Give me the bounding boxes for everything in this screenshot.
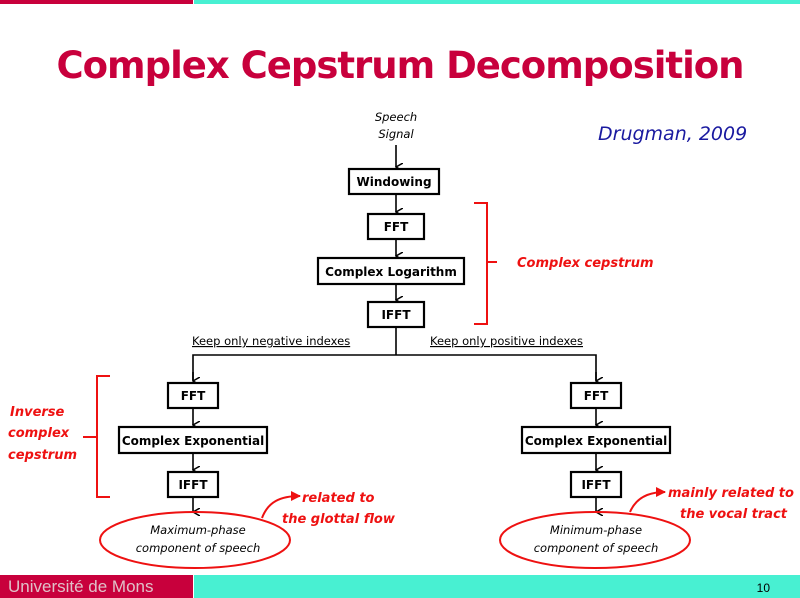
block-fft-left: FFT [166, 381, 220, 410]
branch-left-label: Keep only negative indexes [192, 334, 350, 348]
svg-text:FFT: FFT [181, 389, 206, 403]
arrow-vocal-tract-note [629, 487, 666, 513]
branch-split-line [192, 354, 597, 380]
footer-secondary-bar [194, 575, 800, 598]
svg-text:Minimum-phase: Minimum-phase [550, 523, 642, 537]
block-ifft-main: IFFT [366, 300, 426, 329]
arrow-glottal-note [261, 491, 301, 519]
citation: Drugman, 2009 [598, 123, 748, 145]
svg-text:Complex Exponential: Complex Exponential [525, 434, 667, 448]
svg-text:FFT: FFT [584, 389, 609, 403]
annotation-right-line1: mainly related to [668, 486, 794, 501]
input-label-line2: Signal [378, 127, 414, 141]
top-accent-bar [0, 0, 193, 4]
branch-right-label: Keep only positive indexes [430, 334, 583, 348]
svg-text:Windowing: Windowing [356, 175, 431, 189]
annotation-left-line2: the glottal flow [282, 512, 396, 527]
block-complex-exponential-right: Complex Exponential [520, 425, 672, 455]
annotation-inverse-line1: Inverse [10, 405, 65, 420]
block-fft-main: FFT [366, 212, 426, 241]
slide-title: Complex Cepstrum Decomposition [56, 44, 744, 87]
svg-text:component of speech: component of speech [136, 541, 261, 555]
output-minimum-phase: Minimum-phase component of speech [499, 511, 691, 569]
block-fft-right: FFT [569, 381, 623, 410]
annotation-left-line1: related to [302, 491, 375, 506]
footer-institution: Université de Mons [8, 577, 154, 596]
annotation-right-line2: the vocal tract [680, 507, 788, 522]
svg-text:IFFT: IFFT [381, 308, 411, 322]
block-ifft-left: IFFT [166, 470, 220, 499]
output-maximum-phase: Maximum-phase component of speech [99, 511, 291, 569]
block-complex-exponential-left: Complex Exponential [117, 425, 269, 455]
footer-accent-bar [0, 575, 193, 598]
svg-text:Complex Logarithm: Complex Logarithm [325, 265, 457, 279]
block-ifft-right: IFFT [569, 470, 623, 499]
page-number: 10 [756, 581, 770, 595]
top-secondary-bar [194, 0, 800, 4]
svg-text:Maximum-phase: Maximum-phase [150, 523, 246, 537]
annotation-inverse-line3: cepstrum [8, 448, 77, 463]
bracket-inverse-complex-cepstrum [83, 375, 110, 498]
block-windowing: Windowing [347, 167, 441, 196]
svg-text:IFFT: IFFT [581, 478, 611, 492]
annotation-complex-cepstrum: Complex cepstrum [517, 256, 654, 271]
svg-text:Complex Exponential: Complex Exponential [122, 434, 264, 448]
block-complex-logarithm: Complex Logarithm [316, 256, 466, 286]
input-label-line1: Speech [375, 110, 417, 124]
svg-text:IFFT: IFFT [178, 478, 208, 492]
bracket-complex-cepstrum [474, 202, 497, 325]
annotation-inverse-line2: complex [8, 426, 70, 441]
svg-text:FFT: FFT [384, 220, 409, 234]
svg-text:component of speech: component of speech [534, 541, 659, 555]
